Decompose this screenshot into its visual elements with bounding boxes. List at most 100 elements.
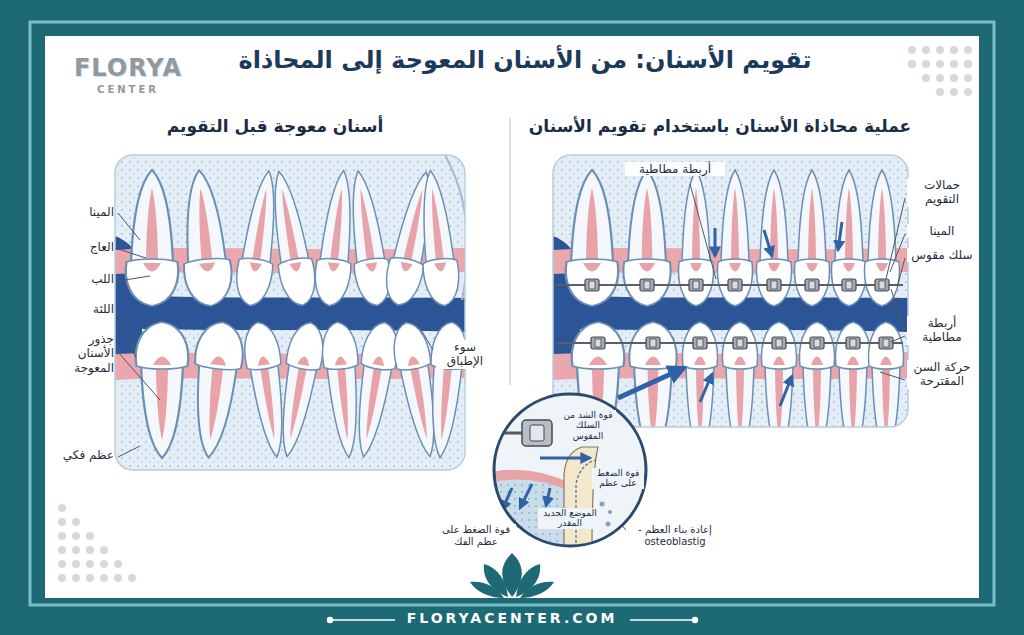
crooked-teeth-illustration (185, 320, 246, 460)
braces-illustration (683, 322, 718, 427)
dot-decoration (950, 60, 958, 68)
dot-decoration (922, 60, 930, 68)
dot-decoration (936, 46, 944, 54)
divider-line (509, 118, 511, 385)
part-label: أربطة مطاطية (907, 316, 977, 345)
dot-decoration (100, 560, 108, 568)
leader-line (118, 184, 905, 530)
movement-arrow (700, 374, 712, 402)
braces-illustration (689, 279, 703, 291)
part-label: المينا (56, 205, 116, 219)
braces-illustration (842, 279, 856, 291)
part-label: عظم فكي (52, 448, 116, 462)
braces-illustration (553, 155, 908, 427)
part-label: جذور الأسنان المعوجة (52, 332, 116, 375)
panel-node: عملية محاذاة الأسنان باستخدام تقويم الأس… (520, 112, 970, 592)
inset-detail (530, 425, 544, 441)
braces-illustration (591, 337, 605, 349)
dot-decoration (58, 532, 66, 540)
dot-decoration (950, 88, 958, 96)
dot-decoration (58, 546, 66, 554)
panel-heading: عملية محاذاة الأسنان باستخدام تقويم الأس… (520, 116, 920, 136)
inset-detail (502, 458, 590, 510)
part-label: اللثة (56, 302, 116, 316)
dot-decoration (86, 532, 94, 540)
dot-decoration (58, 518, 66, 526)
movement-arrow (700, 222, 842, 406)
part-label: حركة السن المقترحة (907, 360, 977, 389)
crooked-teeth-illustration (270, 320, 328, 460)
dot-decoration (100, 546, 108, 554)
braces-illustration (733, 337, 747, 349)
inset-detail (606, 522, 611, 527)
dot-decoration (964, 60, 972, 68)
inset-detail (608, 510, 612, 514)
dot-decoration (58, 560, 66, 568)
inset-detail (492, 432, 522, 435)
leader-line (118, 249, 146, 258)
part-label: قوة الضغط على عظم الفك (436, 524, 516, 548)
braces-illustration (810, 337, 824, 349)
leader-line (118, 311, 136, 358)
crooked-teeth-illustration (413, 169, 462, 308)
dot-decoration (950, 46, 958, 54)
frame (30, 22, 994, 605)
dot-decoration (86, 574, 94, 582)
footer-rule (328, 618, 333, 623)
inset-detail (540, 457, 590, 460)
dot-decoration (936, 88, 944, 96)
movement-arrow (764, 230, 772, 256)
leader-line (118, 213, 140, 240)
part-label: العاج (56, 240, 116, 254)
dot-decoration (922, 74, 930, 82)
inset-label: قوة الضغط على عظم (592, 468, 644, 489)
leader-line (118, 276, 150, 281)
leader-line (690, 184, 716, 279)
dot-decoration (58, 46, 972, 582)
braces-illustration (869, 322, 904, 427)
crooked-teeth-illustration (126, 170, 178, 306)
braces-illustration (585, 279, 599, 291)
braces-illustration (772, 337, 786, 349)
dot-decoration (908, 46, 916, 54)
dot-decoration (58, 574, 66, 582)
braces-illustration (879, 337, 893, 349)
footer-url: FLORYACENTER.COM (362, 610, 662, 627)
braces-illustration (762, 322, 797, 427)
leader-line (118, 352, 160, 400)
braces-illustration (640, 279, 654, 291)
part-label: سوء الإطباق (436, 340, 494, 369)
part-label: حمالات التقويم (907, 178, 977, 207)
part-label: اللب (56, 272, 116, 286)
logo-text: FLORYA (68, 54, 188, 83)
braces-illustration (800, 322, 835, 427)
crooked-teeth-illustration (115, 155, 465, 470)
dot-decoration (950, 74, 958, 82)
part-label: المينا (907, 224, 977, 238)
inset-detail (564, 447, 598, 548)
part-label: أربطة مطاطية (625, 162, 725, 176)
dot-decoration (964, 74, 972, 82)
logo-icon (520, 582, 554, 598)
leader-line (891, 336, 905, 342)
inset-detail (546, 488, 550, 506)
logo-subtext: CENTER (68, 84, 188, 96)
braces-illustration (728, 279, 742, 291)
dot-decoration (72, 532, 80, 540)
panel-outline (553, 155, 908, 427)
dot-decoration (964, 88, 972, 96)
dot-decoration (72, 560, 80, 568)
frame (45, 36, 979, 598)
braces-illustration (646, 337, 660, 349)
dot-decoration (114, 560, 122, 568)
movement-arrow (780, 376, 792, 406)
braces-illustration (693, 337, 707, 349)
braces-illustration (723, 322, 758, 427)
leader-line (880, 372, 905, 380)
inset-circle (494, 394, 646, 546)
leader-line (118, 446, 140, 457)
inset-label: قوة الشد من السلك المقوس (560, 410, 616, 441)
dot-decoration (58, 504, 66, 512)
